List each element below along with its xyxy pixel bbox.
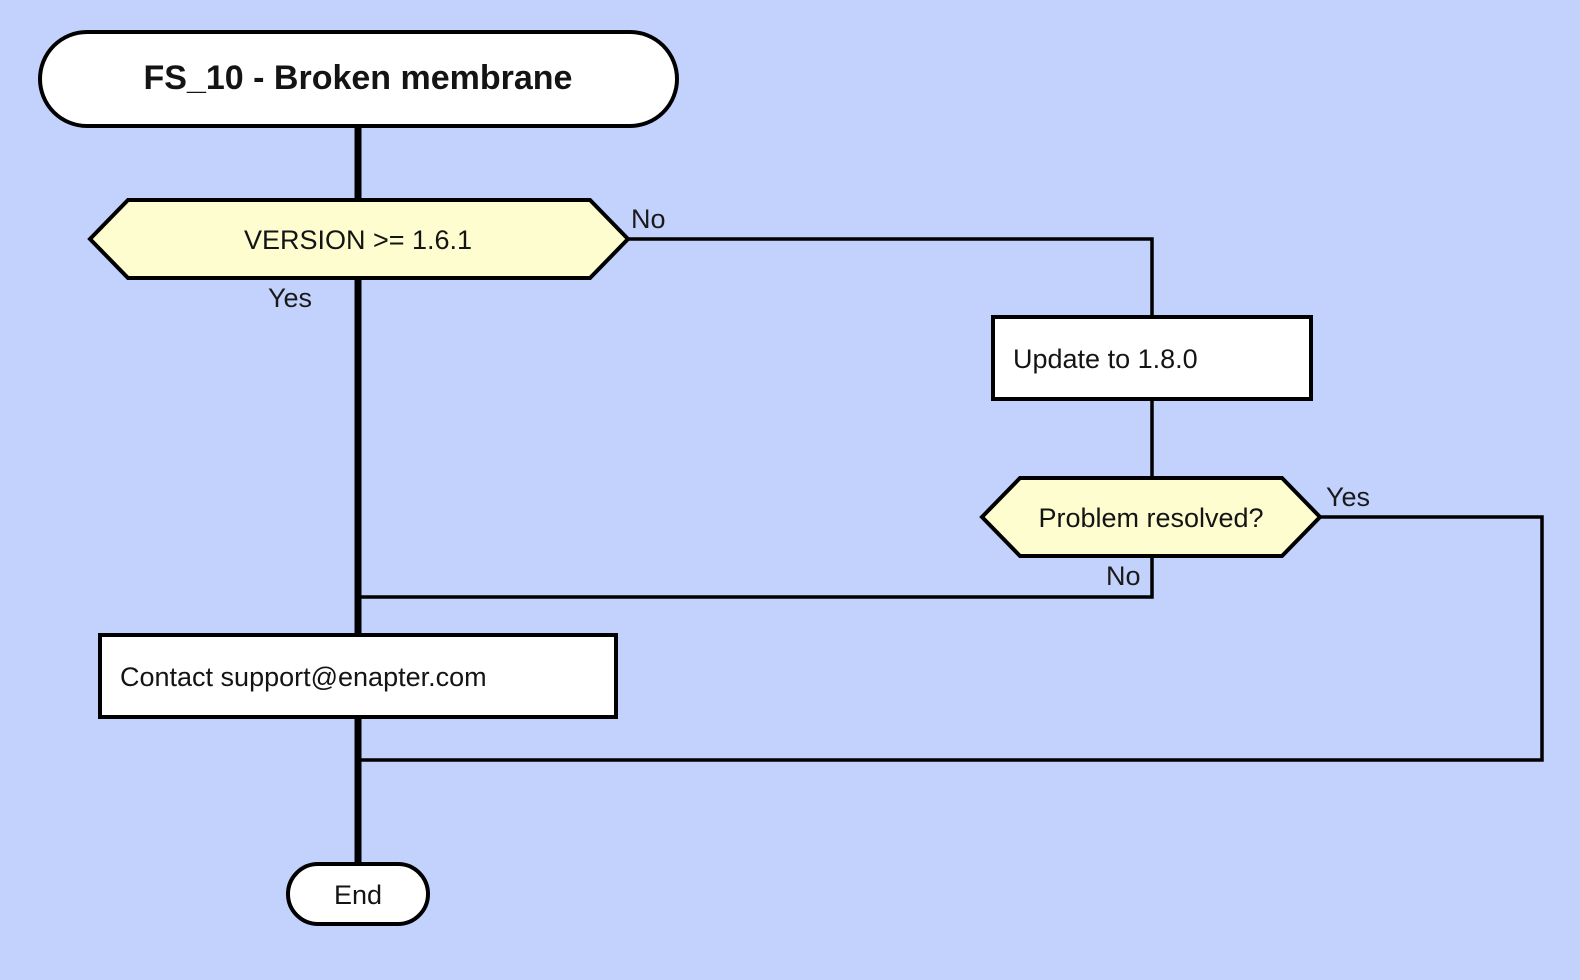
- edge-label-version-no: No: [631, 204, 666, 234]
- node-start-label: FS_10 - Broken membrane: [144, 59, 573, 97]
- node-contact-support-shape: [98, 633, 618, 719]
- node-contact-support[interactable]: Contact support@enapter.com: [98, 633, 618, 719]
- edge-label-version-yes: Yes: [268, 283, 312, 313]
- node-update-label: Update to 1.8.0: [1013, 344, 1198, 374]
- edge-resolved-no-to-contact: [360, 556, 1154, 599]
- node-version-check-label: VERSION >= 1.6.1: [244, 225, 472, 255]
- node-update-shape: [991, 315, 1313, 401]
- edge-label-resolved-yes: Yes: [1326, 482, 1370, 512]
- edge-label-resolved-no: No: [1106, 561, 1141, 591]
- node-update[interactable]: Update to 1.8.0: [991, 315, 1313, 401]
- node-end-shape: [286, 862, 430, 926]
- node-start-shape: [38, 30, 679, 128]
- edge-resolved-yes-to-end: [360, 515, 1544, 762]
- node-problem-resolved-label: Problem resolved?: [1038, 503, 1263, 533]
- node-end[interactable]: End: [286, 862, 430, 926]
- node-version-check[interactable]: VERSION >= 1.6.1: [87, 198, 631, 280]
- node-problem-resolved-shape: [979, 476, 1323, 558]
- edge-version-no-to-update: [628, 237, 1154, 317]
- node-end-label: End: [334, 880, 382, 910]
- node-contact-support-label: Contact support@enapter.com: [120, 662, 487, 692]
- node-start[interactable]: FS_10 - Broken membrane: [38, 30, 679, 128]
- node-version-check-shape: [87, 198, 631, 280]
- node-problem-resolved[interactable]: Problem resolved?: [979, 476, 1323, 558]
